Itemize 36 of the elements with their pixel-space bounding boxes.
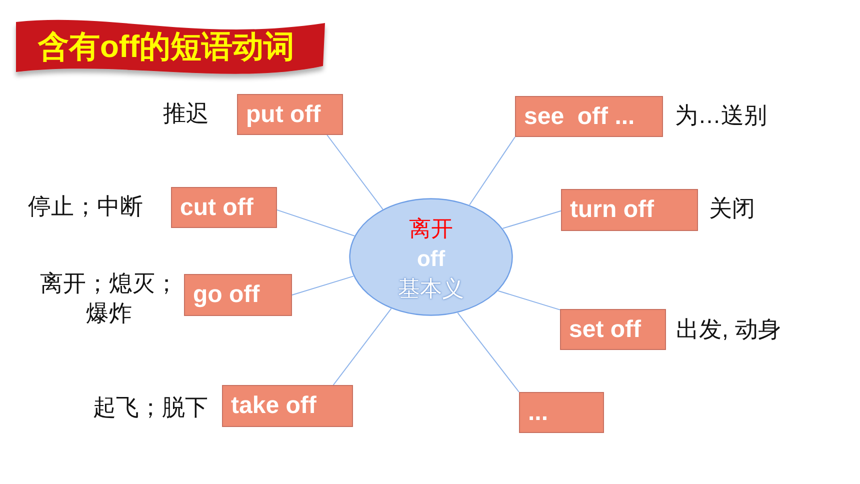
phrase-text: ...: [528, 398, 548, 426]
meaning-text: 推迟: [163, 99, 209, 128]
phrase-box: [515, 96, 663, 137]
meaning-text: 起飞；脱下: [93, 393, 208, 422]
connector-line: [457, 312, 520, 392]
word-text: off: [416, 245, 446, 273]
connector-line: [276, 209, 355, 236]
phrase-box: [222, 385, 353, 427]
topic-ellipse: [349, 198, 513, 316]
phrase-box: [561, 189, 698, 231]
phrase-text: take off: [231, 392, 316, 420]
meaning-text: 离开: [409, 215, 453, 243]
phrase-text: turn off: [570, 196, 654, 224]
connector-line: [292, 276, 354, 296]
meaning-text: 关闭: [709, 194, 755, 223]
phrase-box: [184, 274, 292, 316]
meaning-text: 为…送别: [675, 101, 767, 130]
title-text: 含有off的短语动词: [38, 29, 295, 65]
meaning-text: 停止；中断: [28, 192, 143, 221]
phrase-box: [519, 392, 604, 433]
phrase-text: put off: [246, 100, 321, 128]
caption-text: 基本义: [398, 275, 464, 303]
connector-line: [502, 210, 562, 229]
meaning-text: 出发, 动身: [676, 315, 781, 344]
connector-line: [332, 308, 392, 386]
phrase-box: [560, 309, 666, 350]
phrase-text: set off: [569, 316, 641, 344]
phrase-text: go off: [193, 281, 260, 309]
meaning-text: 离开；熄灭；爆炸: [39, 269, 179, 328]
phrase-box: [237, 94, 343, 135]
phrase-text: see off ...: [524, 102, 635, 130]
connector-line: [326, 134, 384, 210]
connector-line: [469, 136, 516, 206]
connector-line: [498, 290, 560, 310]
phrase-box: [171, 187, 277, 228]
phrase-text: cut off: [180, 194, 254, 222]
